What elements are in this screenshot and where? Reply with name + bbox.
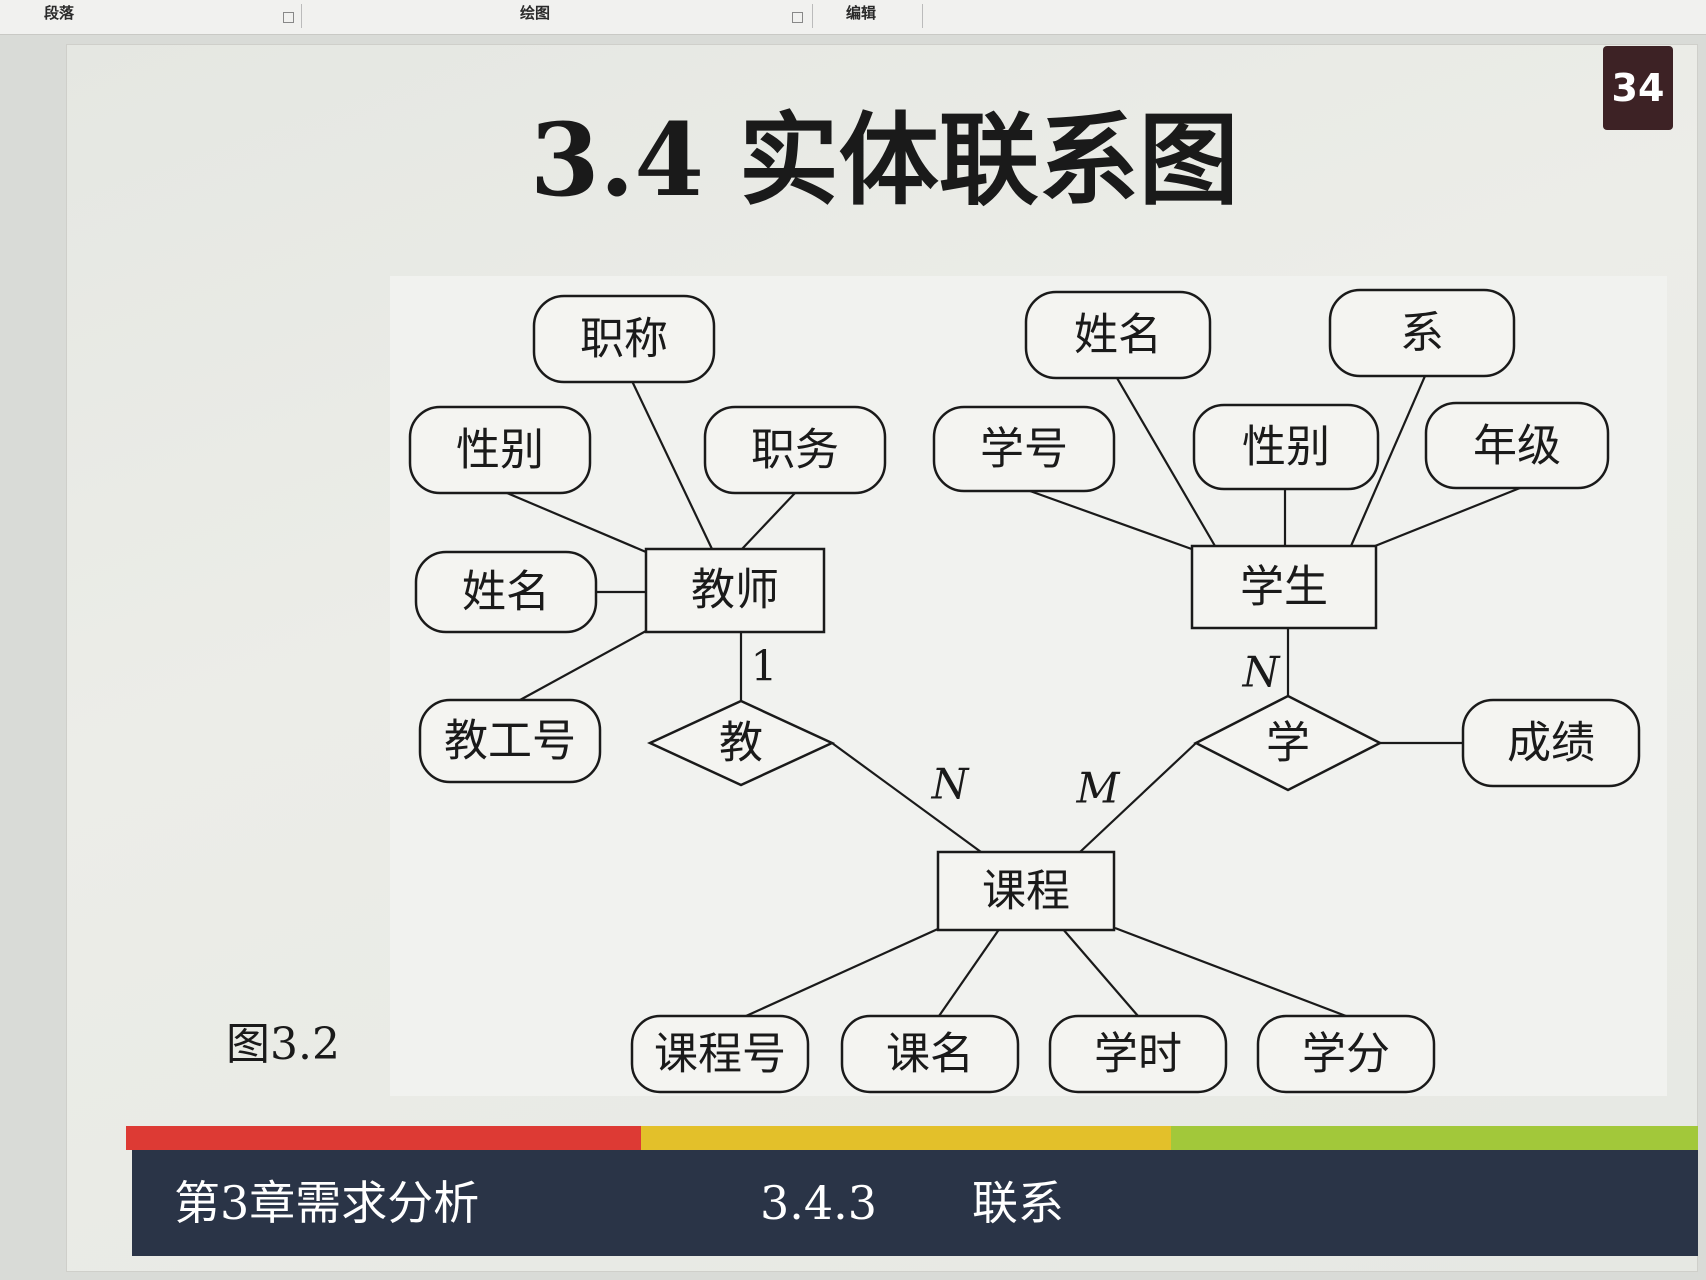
color-bar-yellow	[641, 1126, 1171, 1150]
svg-text:教师: 教师	[691, 565, 779, 616]
svg-text:学: 学	[1266, 718, 1310, 769]
attribute-study-score: 成绩	[1461, 698, 1641, 788]
relationship-teach: 教	[647, 699, 835, 787]
ribbon-separator	[922, 4, 923, 28]
ribbon-separator	[812, 4, 813, 28]
svg-text:课程号: 课程号	[654, 1029, 786, 1080]
edge-course-id	[745, 926, 941, 1018]
cardinality-student-study: N	[1242, 648, 1281, 697]
svg-text:姓名: 姓名	[1074, 310, 1162, 361]
cardinality-teacher-teach: 1	[751, 642, 778, 691]
svg-text:学分: 学分	[1302, 1029, 1390, 1080]
svg-text:性别: 性别	[456, 425, 544, 476]
attribute-teacher-id: 教工号	[418, 698, 602, 784]
color-bar-green	[1171, 1126, 1698, 1150]
attribute-student-grade: 年级	[1424, 401, 1610, 490]
slide-number-badge: 34	[1603, 46, 1673, 130]
svg-text:姓名: 姓名	[462, 567, 550, 618]
edge-teacher-title	[631, 380, 713, 550]
drawing-dialog-launcher-icon[interactable]	[792, 12, 803, 23]
paragraph-dialog-launcher-icon[interactable]	[283, 12, 294, 23]
svg-text:成绩: 成绩	[1507, 718, 1595, 769]
attribute-course-hours: 学时	[1048, 1014, 1228, 1094]
edge-teacher-id	[519, 630, 647, 701]
er-diagram-panel: 职称 性别 职务 姓名 教工号 教师 教	[390, 276, 1667, 1096]
ribbon-bar: 段落 绘图 编辑	[0, 0, 1706, 35]
ribbon-group-drawing[interactable]: 绘图	[520, 4, 551, 22]
attribute-teacher-title: 职称	[532, 294, 716, 384]
slide-footer: 第3章需求分析 3.4.3 联系	[132, 1150, 1698, 1256]
slide-title: 3.4 实体联系图	[530, 101, 1239, 219]
svg-text:系: 系	[1400, 308, 1444, 359]
edge-teach-course	[831, 742, 982, 853]
attribute-student-dept: 系	[1328, 288, 1516, 378]
svg-text:学时: 学时	[1094, 1029, 1182, 1080]
footer-section-title: 联系	[972, 1176, 1064, 1230]
edge-student-dept	[1349, 375, 1427, 547]
attribute-course-name: 课名	[840, 1014, 1020, 1094]
ribbon-group-editing[interactable]: 编辑	[846, 4, 877, 22]
attribute-student-id: 学号	[932, 405, 1116, 493]
svg-text:学生: 学生	[1240, 562, 1328, 613]
svg-text:性别: 性别	[1242, 422, 1330, 473]
attribute-student-name: 姓名	[1024, 290, 1212, 380]
edge-study-course	[1079, 742, 1197, 853]
figure-caption: 图3.2	[226, 1019, 340, 1070]
svg-text:课名: 课名	[886, 1029, 974, 1080]
svg-text:职务: 职务	[751, 425, 839, 476]
connector-lines	[506, 375, 1521, 1018]
attribute-student-gender: 性别	[1192, 403, 1380, 491]
attribute-teacher-name: 姓名	[414, 550, 598, 634]
attribute-course-id: 课程号	[630, 1014, 810, 1094]
cardinality-study-course: M	[1075, 764, 1120, 813]
edge-course-hours	[1061, 927, 1139, 1017]
edge-student-grade	[1374, 486, 1521, 548]
edge-student-id	[1029, 489, 1201, 554]
relationship-study: 学	[1193, 694, 1383, 792]
er-diagram: 职称 性别 职务 姓名 教工号 教师 教	[408, 288, 1641, 1094]
entity-teacher: 教师	[644, 547, 826, 634]
edge-teacher-post	[741, 492, 796, 550]
attribute-teacher-post: 职务	[703, 405, 887, 495]
svg-text:课程: 课程	[982, 866, 1070, 917]
attribute-teacher-gender: 性别	[408, 405, 592, 495]
edge-teacher-gender	[506, 491, 647, 554]
svg-text:年级: 年级	[1473, 421, 1561, 472]
svg-text:教: 教	[719, 718, 763, 769]
footer-section-number: 3.4.3	[760, 1176, 878, 1230]
attribute-course-credit: 学分	[1256, 1014, 1436, 1094]
entity-student: 学生	[1190, 544, 1378, 630]
edge-course-name	[938, 927, 1001, 1017]
entity-course: 课程	[936, 850, 1116, 932]
cardinality-teach-course: N	[931, 760, 970, 809]
ribbon-separator	[301, 4, 302, 28]
edge-student-name	[1116, 377, 1216, 547]
color-bar-red	[126, 1126, 641, 1150]
svg-text:教工号: 教工号	[444, 716, 576, 767]
svg-text:学号: 学号	[980, 424, 1068, 475]
footer-chapter: 第3章需求分析	[174, 1176, 480, 1230]
ribbon-group-paragraph[interactable]: 段落	[44, 4, 75, 22]
svg-text:职称: 职称	[580, 314, 668, 365]
edge-course-credit	[1114, 926, 1347, 1018]
footer-color-bar	[126, 1126, 1698, 1150]
